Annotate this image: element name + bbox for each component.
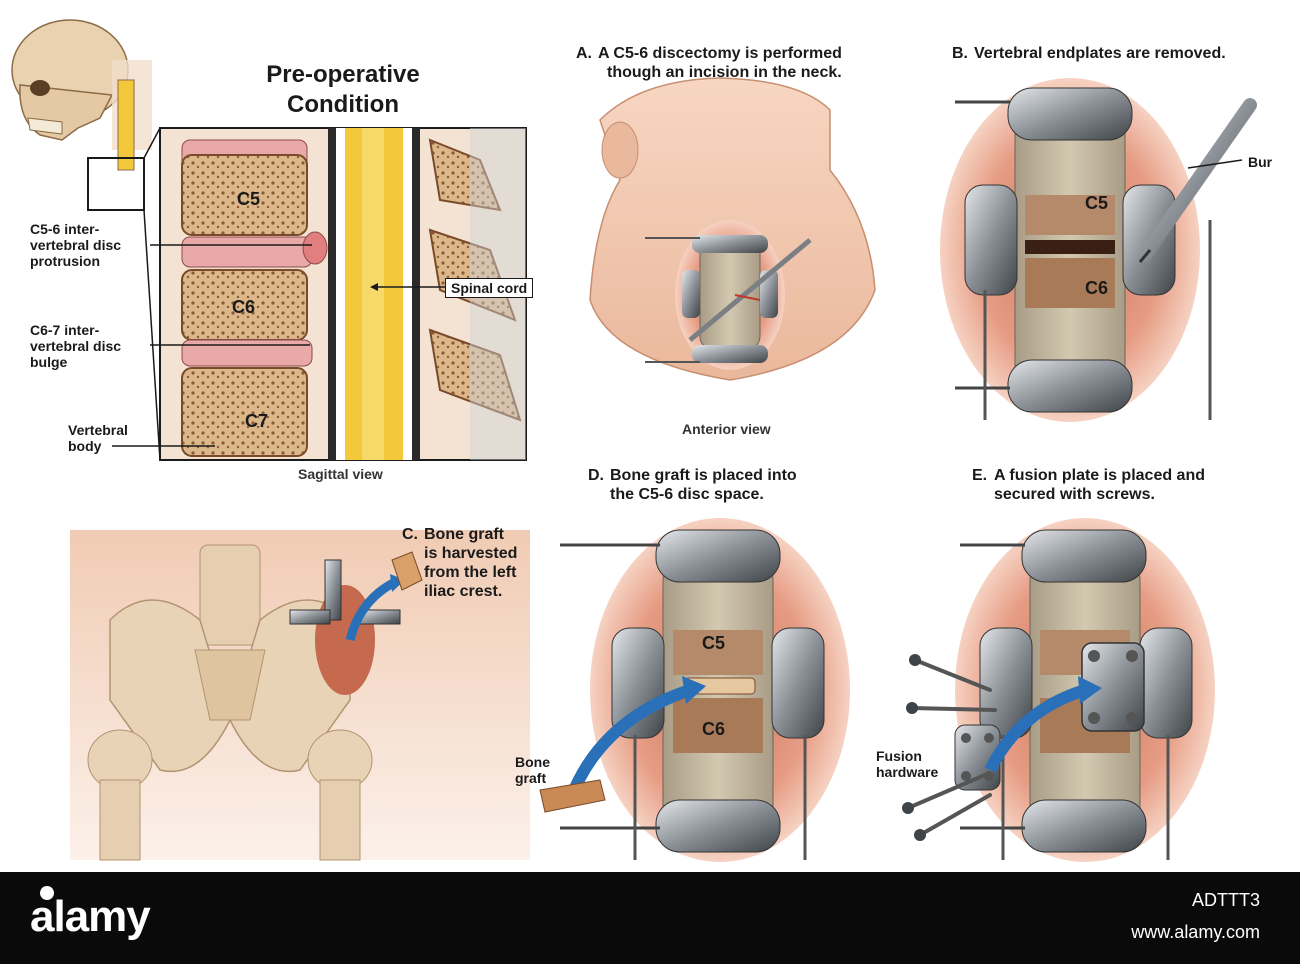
sagittal-label-c5: C5 <box>237 189 260 209</box>
label-c56-disc-protrusion: C5-6 inter- vertebral disc protrusion <box>30 221 121 269</box>
label-c67-line1: C6-7 inter- <box>30 322 100 338</box>
label-spinal-cord: Spinal cord <box>445 278 534 298</box>
panel-d-title: D. Bone graft is placed into the C5-6 dis… <box>588 466 797 504</box>
panel-c-title: C.Bone graft is harvested from the left … <box>402 525 517 601</box>
panel-b-title: B. Vertebral endplates are removed. <box>952 44 1226 63</box>
label-fusion-hw-line2: hardware <box>876 764 939 780</box>
panel-e-line1: A fusion plate is placed and <box>994 467 1205 484</box>
stock-footer: alamy ADTTT3 www.alamy.com <box>0 872 1300 964</box>
label-bone-graft-line1: Bone <box>515 754 550 770</box>
label-bone-graft-line2: graft <box>515 770 547 786</box>
panel-a-line2: though an incision in the neck. <box>607 64 842 81</box>
panel-c-line2: is harvested <box>424 545 518 562</box>
label-vbody-line2: body <box>68 438 102 454</box>
panel-b-label-c6: C6 <box>1085 278 1108 298</box>
alamy-logo: alamy <box>30 892 151 941</box>
anterior-view-caption: Anterior view <box>682 421 771 437</box>
panel-c-line3: from the left <box>424 564 517 581</box>
panel-d-line1: Bone graft is placed into <box>610 467 797 484</box>
label-vertebral-body: Vertebral body <box>68 422 128 454</box>
panel-c-line1: Bone graft <box>424 526 504 543</box>
label-fusion-hardware: Fusion hardware <box>876 748 938 780</box>
panel-d-letter: D. <box>588 467 604 484</box>
site-url: www.alamy.com <box>1131 922 1260 942</box>
panel-e-title: E. A fusion plate is placed and secured w… <box>972 466 1205 504</box>
panel-e-letter: E. <box>972 467 988 484</box>
panel-b-surgical-field: C5 C6 <box>940 78 1257 422</box>
label-c56-line3: protrusion <box>30 253 100 269</box>
preop-title: Pre-operative Condition <box>248 60 438 120</box>
panel-b-line1: Vertebral endplates are removed. <box>974 45 1226 62</box>
panel-a-title: A. A C5-6 discectomy is performed though … <box>576 44 842 82</box>
panel-d-line2: the C5-6 disc space. <box>610 486 764 503</box>
image-id: ADTTT3 <box>1191 890 1260 910</box>
panel-e-line2: secured with screws. <box>994 486 1155 503</box>
illustration-canvas: C5 C6 C7 <box>11 19 1257 862</box>
label-c56-line2: vertebral disc <box>30 237 122 253</box>
panel-b-label-c5: C5 <box>1085 193 1108 213</box>
label-bur: Bur <box>1248 154 1273 170</box>
neck-anterior-view <box>589 77 876 381</box>
panel-d-label-c5: C5 <box>702 633 725 653</box>
sagittal-view-caption: Sagittal view <box>298 466 383 482</box>
pelvis-view <box>70 530 530 861</box>
label-c67-line3: bulge <box>30 354 68 370</box>
label-bone-graft: Bone graft <box>515 754 550 786</box>
label-c56-line1: C5-6 inter- <box>30 221 100 237</box>
panel-e-surgical-field <box>902 518 1215 862</box>
sagittal-label-c6: C6 <box>232 297 255 317</box>
preop-title-line2: Condition <box>287 91 399 118</box>
alamy-logo-dot-icon <box>40 886 54 900</box>
label-fusion-hw-line1: Fusion <box>876 748 922 764</box>
label-c67-line2: vertebral disc <box>30 338 122 354</box>
sagittal-label-c7: C7 <box>245 411 268 431</box>
skull-thumbnail <box>11 19 161 461</box>
preop-title-line1: Pre-operative <box>266 61 420 88</box>
panel-c-letter: C. <box>402 526 418 543</box>
panel-a-letter: A. <box>576 45 592 62</box>
label-c67-disc-bulge: C6-7 inter- vertebral disc bulge <box>30 322 121 370</box>
panel-c-line4: iliac crest. <box>424 583 503 600</box>
panel-a-line1: A C5-6 discectomy is performed <box>598 45 842 62</box>
panel-d-label-c6: C6 <box>702 719 725 739</box>
panel-b-letter: B. <box>952 45 968 62</box>
label-vbody-line1: Vertebral <box>68 422 128 438</box>
panel-d-surgical-field: C5 C6 <box>539 518 850 862</box>
